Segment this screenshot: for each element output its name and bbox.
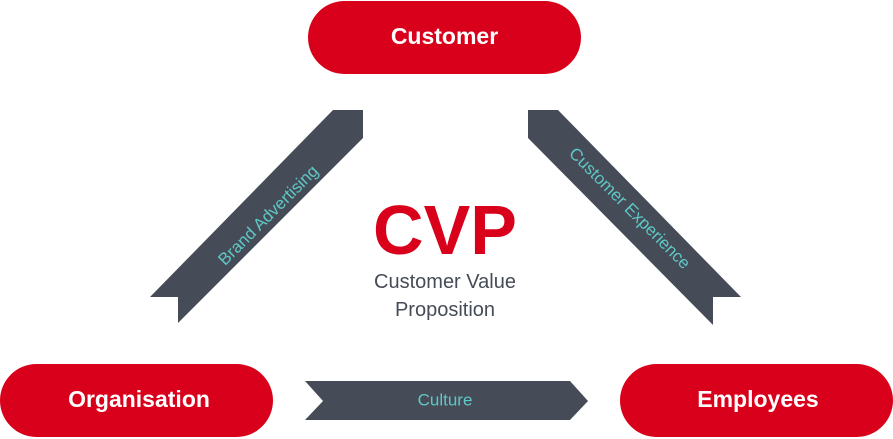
customer-node: Customer (308, 1, 581, 74)
cvp-subtitle-line1: Customer Value (374, 271, 516, 293)
employees-node: Employees (620, 364, 893, 437)
culture-ribbon: Culture (305, 381, 588, 420)
organisation-label: Organisation (68, 386, 210, 412)
employees-label: Employees (697, 386, 818, 412)
cvp-subtitle-line2: Proposition (395, 299, 495, 321)
cvp-center: CVP Customer Value Proposition (373, 191, 517, 321)
customer-experience-ribbon: Customer Experience (528, 110, 741, 325)
customer-label: Customer (391, 23, 498, 49)
customer-experience-shape (528, 110, 741, 325)
employees-pill (620, 364, 893, 437)
customer-pill (308, 1, 581, 74)
cvp-title: CVP (373, 191, 517, 269)
culture-label: Culture (418, 390, 473, 409)
organisation-pill (0, 364, 273, 437)
customer-experience-label: Customer Experience (565, 144, 694, 273)
organisation-node: Organisation (0, 364, 273, 437)
culture-shape (305, 381, 588, 420)
brand-advertising-ribbon: Brand Advertising (150, 110, 363, 323)
brand-advertising-shape (150, 110, 363, 323)
